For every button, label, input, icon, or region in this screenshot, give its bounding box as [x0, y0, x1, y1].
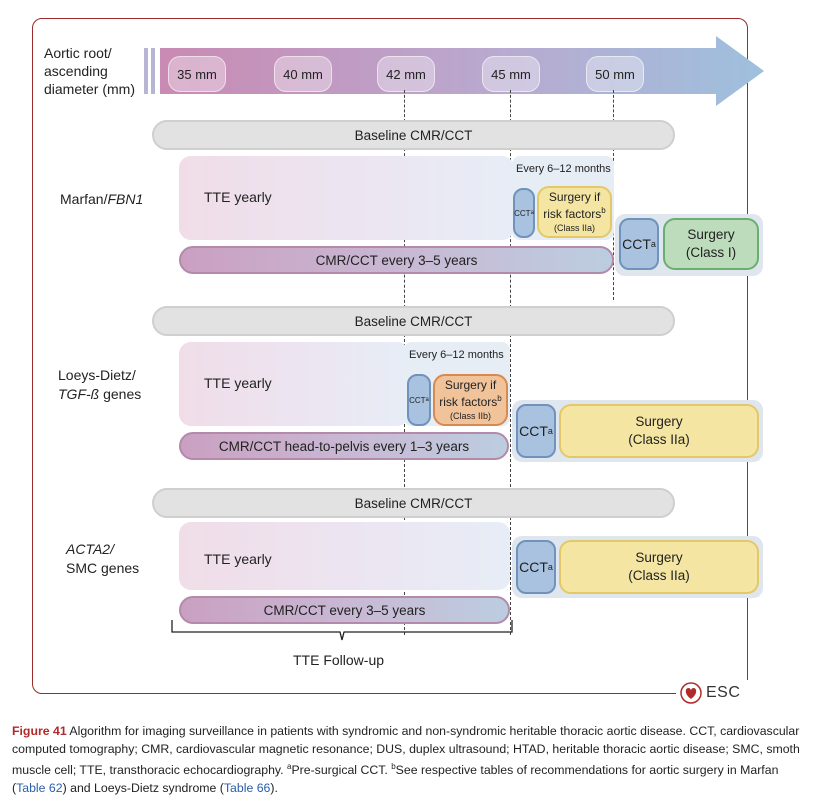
guide-42mm-top — [404, 90, 405, 122]
loeys-surgery-line1: Surgery — [635, 414, 683, 429]
loeys-surgery-if-line2: risk factors — [439, 394, 498, 409]
tick-45mm: 45 mm — [482, 56, 540, 92]
caption-text5: ). — [270, 781, 278, 796]
acta2-surgery-line1: Surgery — [635, 550, 683, 565]
esc-logo: ESC — [676, 680, 750, 706]
marfan-cct-small-sup: a — [530, 210, 534, 216]
loeys-cmr: CMR/CCT head-to-pelvis every 1–3 years — [179, 432, 509, 460]
loeys-label: Loeys-Dietz/ TGF-ß genes — [58, 366, 141, 404]
caption-sup-a: a — [286, 762, 292, 771]
heart-icon — [680, 682, 702, 704]
arrow-tail-stripe-1 — [144, 48, 148, 94]
loeys-label-gene: TGF-ß — [58, 386, 100, 402]
marfan-surgery-if-line2-wrap: risk factorsb — [543, 204, 605, 221]
loeys-label-line2: TGF-ß genes — [58, 385, 141, 404]
caption-link-table66[interactable]: Table 66 — [223, 781, 271, 796]
caption-figure-label: Figure 41 — [12, 724, 67, 738]
marfan-surgery-if-class: (Class IIa) — [553, 222, 595, 233]
esc-logo-text: ESC — [706, 684, 741, 701]
axis-label-line2: ascending — [44, 63, 108, 79]
marfan-cct-big-sup: a — [650, 239, 656, 249]
guide-45mm-top — [510, 90, 511, 122]
acta2-cct-big-text: CCT — [519, 559, 548, 575]
loeys-cct-big-sup: a — [547, 426, 553, 436]
diagram-frame — [32, 18, 748, 694]
marfan-surgery-if-sup: b — [601, 205, 606, 215]
loeys-cct-small-text: CCT — [409, 395, 426, 405]
marfan-surgery-line1: Surgery — [687, 227, 735, 242]
followup-label: TTE Follow-up — [293, 652, 385, 668]
acta2-label-gene: ACTA2/ — [66, 541, 114, 557]
marfan-tte-panel — [179, 156, 514, 240]
axis-label-line3: diameter (mm) — [44, 81, 136, 97]
guide-50mm-top — [613, 90, 614, 122]
caption-text4: ) and Loeys-Dietz syndrome ( — [62, 781, 224, 796]
figure-caption: Figure 41 Algorithm for imaging surveill… — [12, 722, 802, 797]
loeys-label-line1: Loeys-Dietz/ — [58, 367, 136, 383]
marfan-surgery-if-line2: risk factors — [543, 206, 602, 221]
loeys-surgery-if: Surgery if risk factorsb (Class IIb) — [433, 374, 508, 426]
caption-text3: See respective tables of recommendations… — [12, 763, 779, 796]
caption-text1: Algorithm for imaging surveillance in pa… — [12, 724, 800, 778]
marfan-cmr: CMR/CCT every 3–5 years — [179, 246, 614, 274]
marfan-tte-text: TTE yearly — [204, 189, 272, 205]
loeys-cct-small-sup: a — [425, 397, 429, 403]
arrow-body — [160, 36, 764, 106]
diameter-arrow — [144, 36, 764, 106]
loeys-label-rest: genes — [99, 386, 142, 402]
acta2-tte-panel — [179, 522, 510, 590]
tick-35mm: 35 mm — [168, 56, 226, 92]
marfan-cct-big-text: CCT — [622, 236, 651, 252]
marfan-surgery-line2: (Class I) — [685, 245, 737, 260]
loeys-surgery-line2: (Class IIa) — [628, 432, 690, 447]
acta2-baseline: Baseline CMR/CCT — [152, 488, 675, 518]
marfan-label: Marfan/FBN1 — [60, 190, 143, 209]
acta2-tte-text: TTE yearly — [204, 551, 272, 567]
acta2-surgery: Surgery (Class IIa) — [559, 540, 759, 594]
axis-label: Aortic root/ ascending diameter (mm) — [44, 44, 154, 98]
acta2-label-line2: SMC genes — [66, 560, 140, 576]
loeys-surgery-if-class: (Class IIb) — [449, 410, 491, 421]
acta2-cct-big-sup: a — [547, 562, 553, 572]
acta2-label: ACTA2/ SMC genes — [66, 540, 139, 578]
marfan-surgery: Surgery (Class I) — [663, 218, 759, 270]
acta2-label-line1: ACTA2/ — [66, 540, 139, 559]
loeys-tte-panel — [179, 342, 409, 426]
tick-50mm: 50 mm — [586, 56, 644, 92]
loeys-every-text: Every 6–12 months — [409, 349, 504, 361]
guide-45mm-acta2 — [510, 517, 511, 635]
marfan-surgery-if-line1: Surgery if — [548, 189, 601, 204]
followup-brace-path — [171, 620, 513, 641]
loeys-surgery-if-line1: Surgery if — [444, 377, 497, 392]
guide-45mm-loeys — [510, 334, 511, 492]
marfan-label-gene: FBN1 — [107, 191, 144, 207]
marfan-cct-small-text: CCT — [514, 208, 531, 218]
marfan-baseline: Baseline CMR/CCT — [152, 120, 675, 150]
acta2-cmr: CMR/CCT every 3–5 years — [179, 596, 510, 624]
arrow-tail-stripe-2 — [151, 48, 155, 94]
loeys-tte-text: TTE yearly — [204, 375, 272, 391]
loeys-baseline: Baseline CMR/CCT — [152, 306, 675, 336]
loeys-cct-big-text: CCT — [519, 423, 548, 439]
marfan-every-text: Every 6–12 months — [516, 163, 611, 175]
tick-40mm: 40 mm — [274, 56, 332, 92]
caption-link-table62[interactable]: Table 62 — [16, 781, 63, 796]
loeys-surgery: Surgery (Class IIa) — [559, 404, 759, 458]
loeys-surgery-if-line2-wrap: risk factorsb — [439, 392, 501, 409]
loeys-surgery-if-sup: b — [497, 393, 502, 403]
followup-brace — [171, 620, 513, 641]
acta2-surgery-line2: (Class IIa) — [628, 568, 690, 583]
marfan-surgery-if: Surgery if risk factorsb (Class IIa) — [537, 186, 612, 238]
caption-text2: Pre-surgical CCT. — [291, 763, 392, 778]
caption-sup-b: b — [391, 762, 396, 771]
axis-label-line1: Aortic root/ — [44, 45, 112, 61]
marfan-label-plain: Marfan/ — [60, 191, 108, 207]
tick-42mm: 42 mm — [377, 56, 435, 92]
